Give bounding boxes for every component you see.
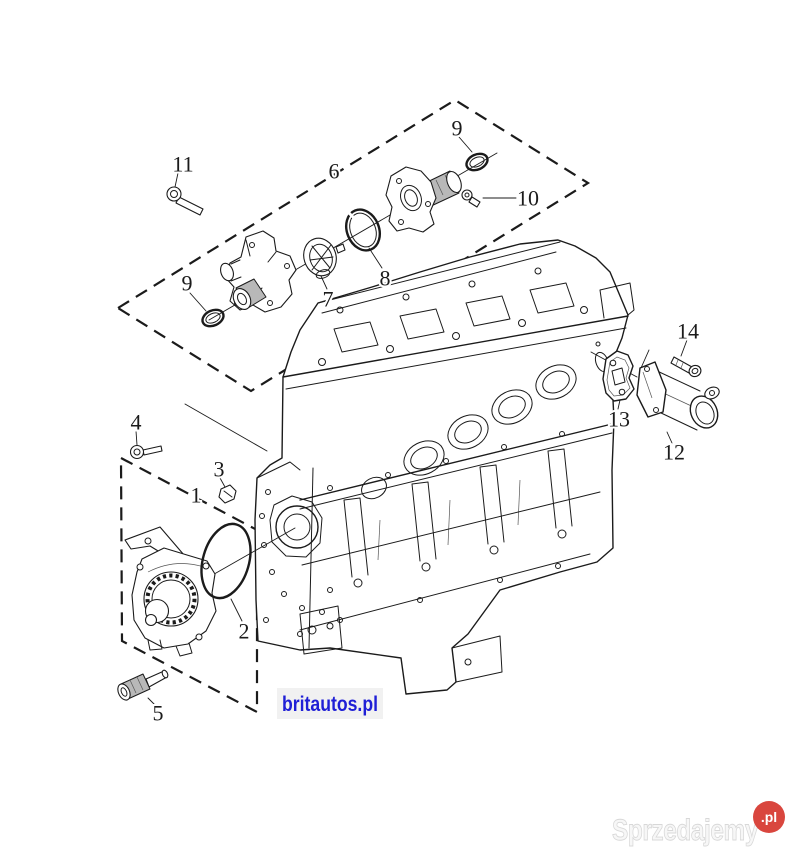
sprzedajemy-logo: Sprzedajemy .pl	[612, 801, 785, 847]
callout-1: 1	[191, 483, 202, 508]
dashed-box-water-pump-group	[119, 456, 259, 714]
bolt-11	[166, 186, 204, 216]
callout-4: 4	[131, 410, 142, 435]
engine-block	[254, 239, 635, 695]
callout-11: 11	[172, 152, 193, 177]
callout-9-left: 9	[182, 271, 193, 296]
callout-10: 10	[517, 186, 539, 211]
o-ring-2	[200, 522, 252, 600]
sprzedajemy-logo-text: Sprzedajemy	[612, 814, 759, 847]
water-outlet-stub	[385, 166, 462, 233]
callout-3: 3	[214, 457, 225, 482]
britautos-watermark-text: britautos.pl	[282, 693, 378, 716]
stud-5	[117, 669, 169, 701]
sprzedajemy-pl-badge-text: .pl	[761, 809, 777, 825]
water-pump	[124, 526, 217, 657]
bolt-4	[129, 444, 163, 460]
callout-6: 6	[329, 159, 340, 184]
callout-9-top: 9	[452, 116, 463, 141]
leader-lines	[135, 136, 688, 706]
outlet-elbow-12	[636, 361, 720, 431]
callout-14: 14	[677, 319, 699, 344]
o-ring-9-top	[465, 152, 489, 172]
callout-13: 13	[608, 407, 630, 432]
callout-5: 5	[153, 701, 164, 726]
callout-labels: 1 2 3 4 5 6 7 8 9 9 10 11 12 13 14	[129, 114, 702, 728]
gasket-13	[602, 350, 635, 402]
callout-12: 12	[663, 440, 685, 465]
o-ring-8	[345, 208, 381, 252]
bolt-14	[670, 356, 702, 378]
thermostat-housing	[220, 230, 297, 313]
britautos-watermark: britautos.pl	[277, 688, 383, 719]
dowel-3	[218, 484, 237, 504]
dashed-box-thermostat-group	[115, 98, 591, 393]
callout-2: 2	[239, 619, 250, 644]
bolt-10	[461, 189, 481, 208]
o-ring-9-left	[201, 308, 225, 328]
callout-7: 7	[323, 287, 334, 312]
thermostat	[303, 237, 346, 279]
sprzedajemy-pl-badge	[753, 801, 785, 833]
callout-8: 8	[380, 266, 391, 291]
britautos-watermark-background	[277, 688, 383, 719]
